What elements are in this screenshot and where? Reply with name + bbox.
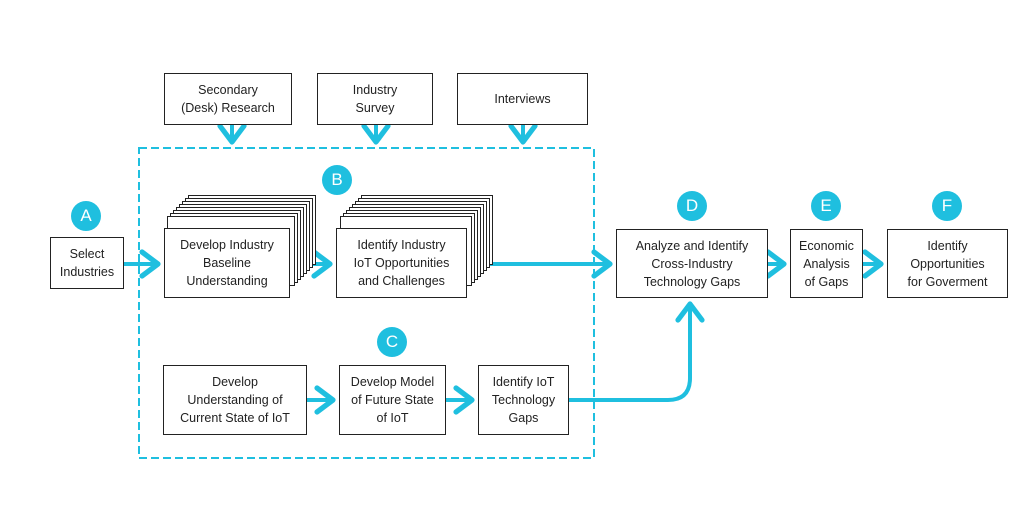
secondary-research-box: Secondary (Desk) Research — [164, 73, 292, 125]
select-industries-box: Select Industries — [50, 237, 124, 289]
dashed-group-border — [138, 147, 595, 459]
develop-baseline-box: Develop Industry Baseline Understanding — [164, 228, 290, 298]
badge-b: B — [322, 165, 352, 195]
badge-e: E — [811, 191, 841, 221]
government-opportunities-box: Identify Opportunities for Goverment — [887, 229, 1008, 298]
economic-analysis-box: Economic Analysis of Gaps — [790, 229, 863, 298]
tech-gaps-box: Identify IoT Technology Gaps — [478, 365, 569, 435]
cross-industry-box: Analyze and Identify Cross-Industry Tech… — [616, 229, 768, 298]
industry-survey-box: Industry Survey — [317, 73, 433, 125]
identify-opportunities-box: Identify Industry IoT Opportunities and … — [336, 228, 467, 298]
badge-c: C — [377, 327, 407, 357]
interviews-box: Interviews — [457, 73, 588, 125]
arrow-gaps-to-cross — [569, 301, 705, 402]
current-state-box: Develop Understanding of Current State o… — [163, 365, 307, 435]
future-state-box: Develop Model of Future State of IoT — [339, 365, 446, 435]
badge-f: F — [932, 191, 962, 221]
badge-d: D — [677, 191, 707, 221]
badge-a: A — [71, 201, 101, 231]
